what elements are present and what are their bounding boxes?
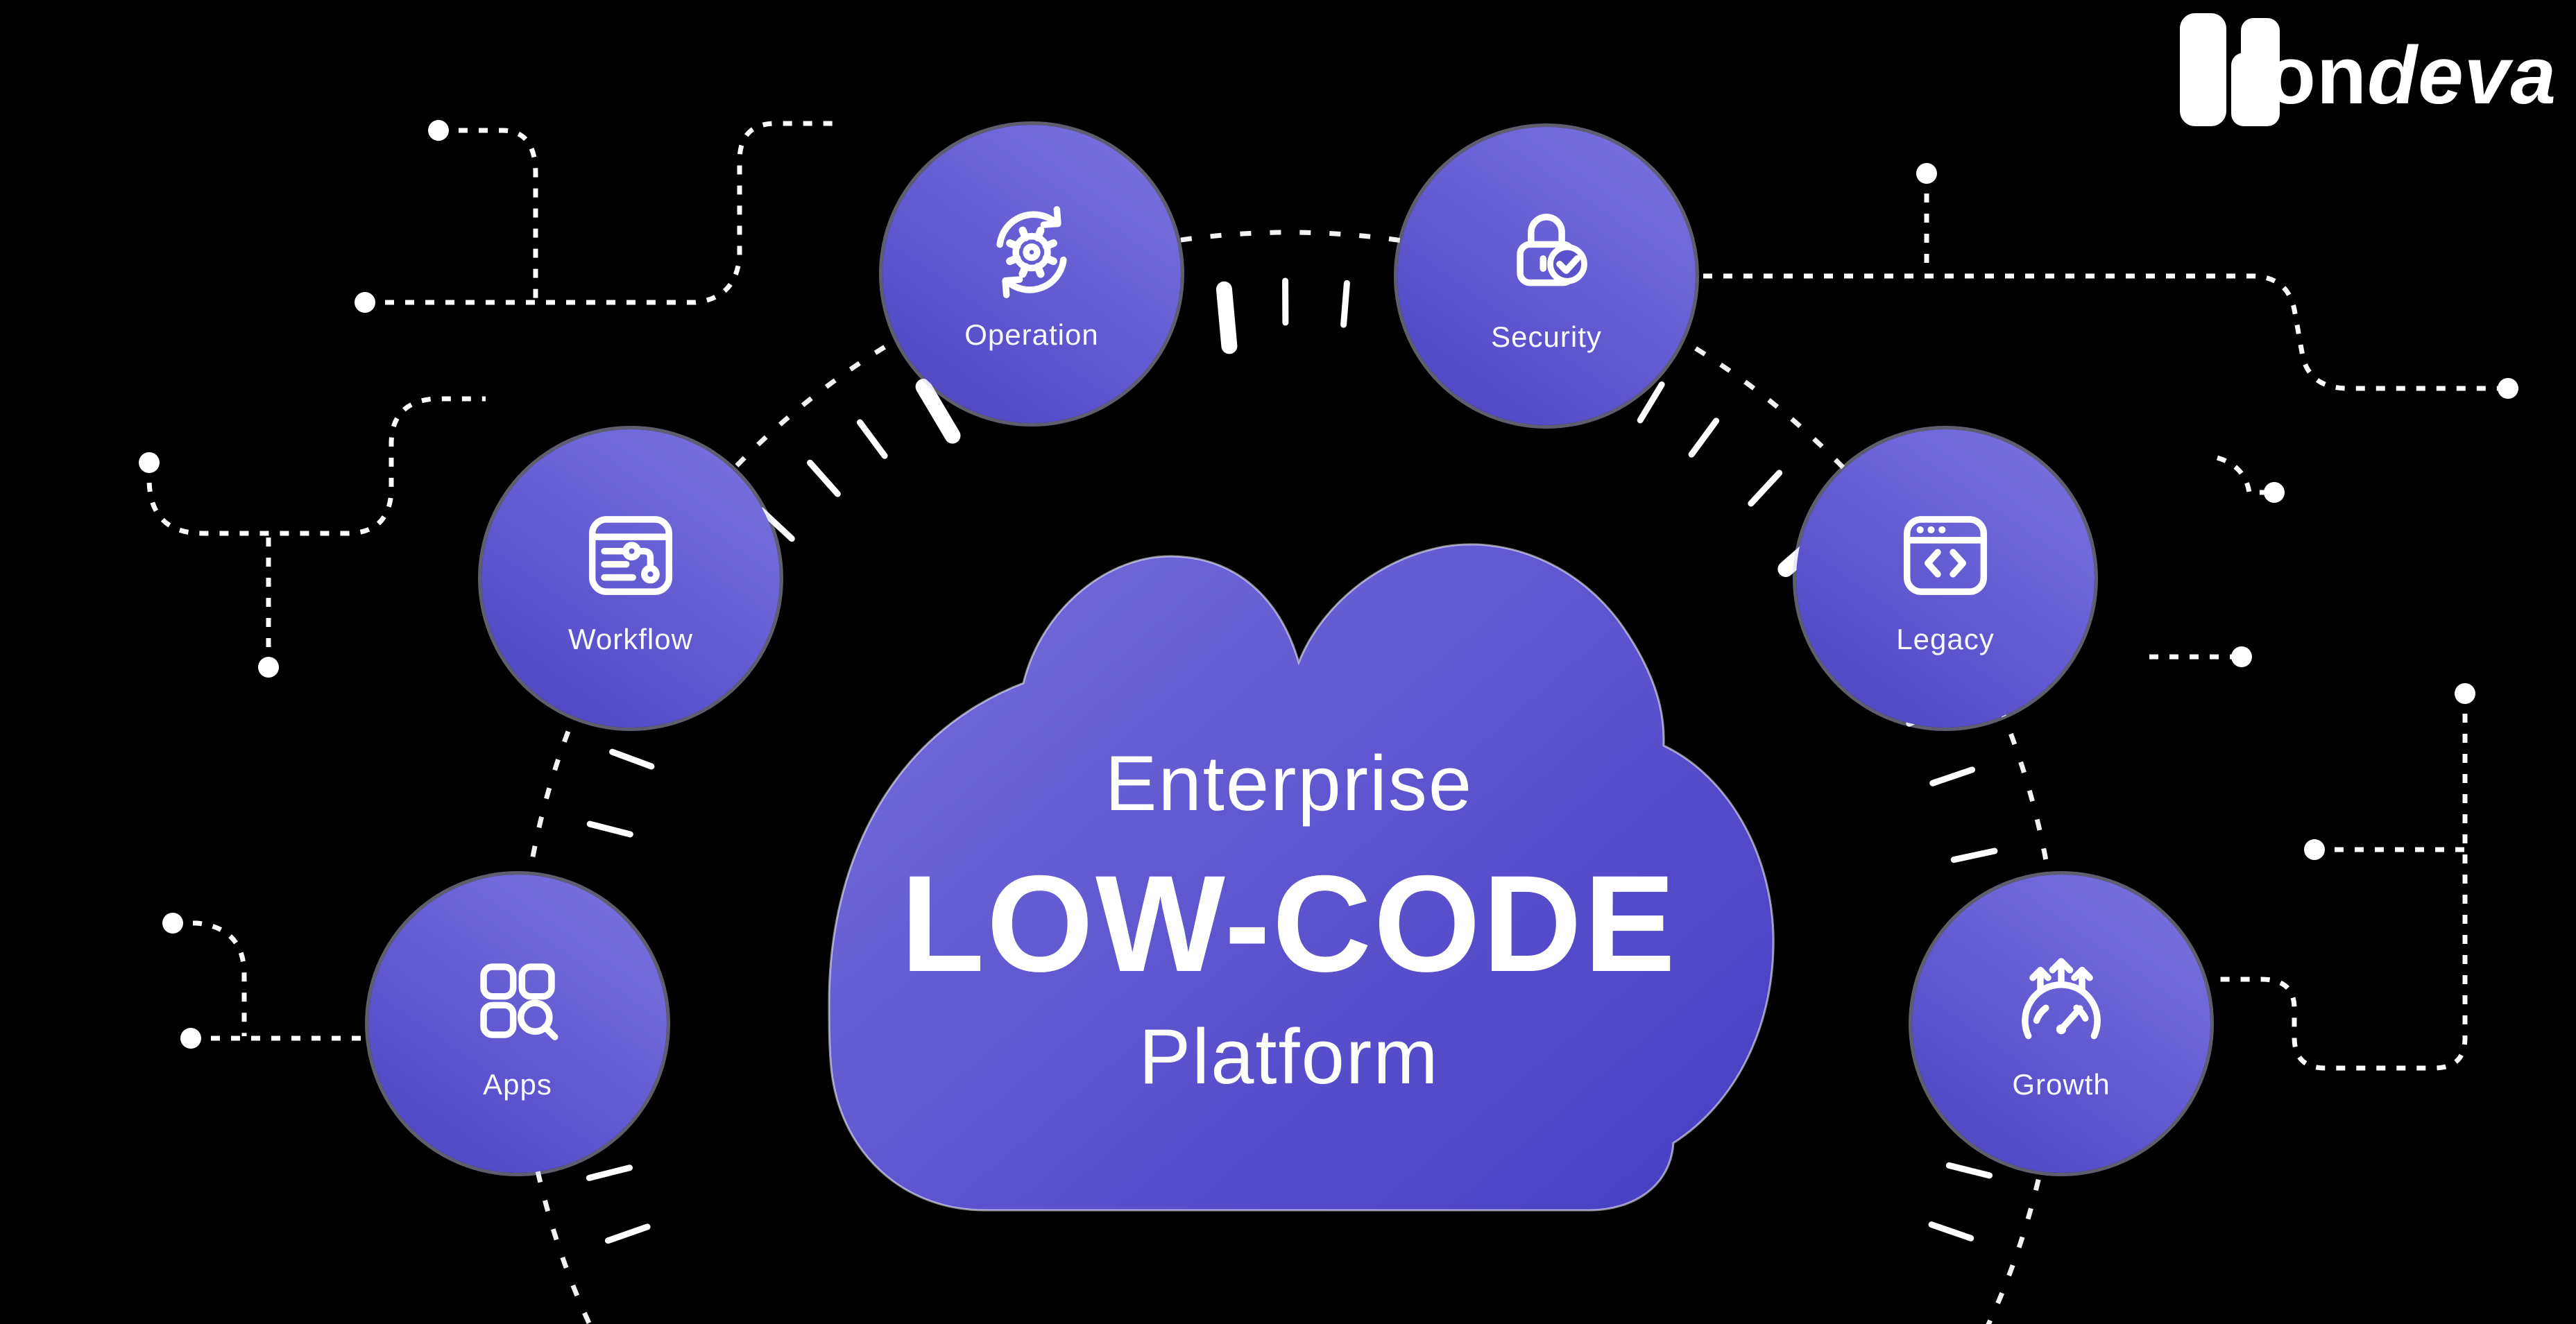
thin-tick: [1928, 1221, 1974, 1241]
logo-wordmark: ondeva: [2266, 35, 2557, 117]
dashed-trace: [2216, 455, 2274, 495]
circuit-traces: [139, 120, 2518, 1071]
node-security: Security: [1397, 127, 1696, 425]
cloud-title-line1: Enterprise: [1105, 740, 1473, 827]
node-label: Operation: [964, 318, 1099, 351]
thin-tick: [1340, 280, 1350, 328]
trace-endpoint-dot: [2498, 378, 2518, 399]
trace-endpoint-dot: [2304, 839, 2325, 860]
thin-tick: [807, 459, 841, 497]
trace-endpoint-dot: [2231, 646, 2252, 667]
node-legacy: Legacy: [1796, 429, 2095, 728]
node-label: Security: [1491, 320, 1602, 353]
thin-tick: [1688, 418, 1720, 458]
thin-tick: [856, 419, 888, 459]
trace-endpoint-dot: [2264, 482, 2285, 503]
thin-tick: [1748, 470, 1783, 507]
node-label: Workflow: [568, 623, 693, 655]
cloud-title-line3: Platform: [1139, 1013, 1440, 1100]
thin-tick: [758, 507, 795, 542]
trace-endpoint-dot: [1916, 163, 1937, 184]
node-label: Legacy: [1896, 623, 1995, 655]
thin-tick: [1637, 381, 1665, 424]
logo-text-regular: on: [2265, 30, 2368, 121]
logo-bar-right-bottom: [2230, 53, 2280, 126]
node-workflow: Workflow: [481, 429, 780, 728]
thick-tick: [915, 379, 961, 444]
trace-endpoint-dot: [139, 452, 160, 473]
node-operation: Operation: [882, 125, 1181, 423]
trace-endpoint-dot: [2455, 683, 2475, 704]
thin-tick: [604, 1223, 651, 1244]
thick-tick: [1216, 281, 1238, 354]
code-window-icon: [1891, 501, 2000, 610]
dashed-trace: [2210, 694, 2468, 1071]
node-growth: Growth: [1912, 875, 2210, 1173]
cloud-shape: Enterprise LOW-CODE Platform: [828, 543, 1775, 1212]
thin-tick: [1929, 766, 1976, 786]
app-grid-search-icon: [463, 946, 572, 1056]
node-label: Apps: [483, 1068, 552, 1101]
trace-endpoint-dot: [428, 120, 449, 141]
thin-tick: [1945, 1162, 1993, 1179]
node-label: Growth: [2012, 1068, 2110, 1101]
dashed-trace: [438, 128, 538, 302]
dashed-trace: [146, 396, 486, 536]
thin-tick: [1950, 848, 1998, 863]
thin-tick: [609, 748, 655, 770]
thin-tick: [586, 820, 633, 838]
dashed-trace: [365, 121, 836, 305]
trace-endpoint-dot: [162, 913, 183, 934]
trace-endpoint-dot: [355, 292, 375, 313]
node-apps: Apps: [368, 875, 667, 1173]
trace-endpoint-dot: [258, 657, 279, 678]
lock-check-icon: [1492, 198, 1601, 308]
thin-tick: [586, 1164, 633, 1181]
logo-bar-left: [2179, 13, 2226, 126]
trace-endpoint-dot: [180, 1028, 201, 1049]
logo-text-italic: deva: [2367, 30, 2557, 121]
logo-mark-icon: [2137, 10, 2280, 126]
logo: ondeva: [2137, 10, 2557, 126]
dashed-trace: [1703, 273, 2508, 391]
sync-gear-icon: [977, 196, 1086, 306]
flow-window-icon: [576, 501, 685, 610]
speedometer-icon: [2006, 946, 2116, 1056]
cloud-title-line2: LOW-CODE: [901, 847, 1678, 1000]
dashed-trace: [173, 920, 247, 1036]
